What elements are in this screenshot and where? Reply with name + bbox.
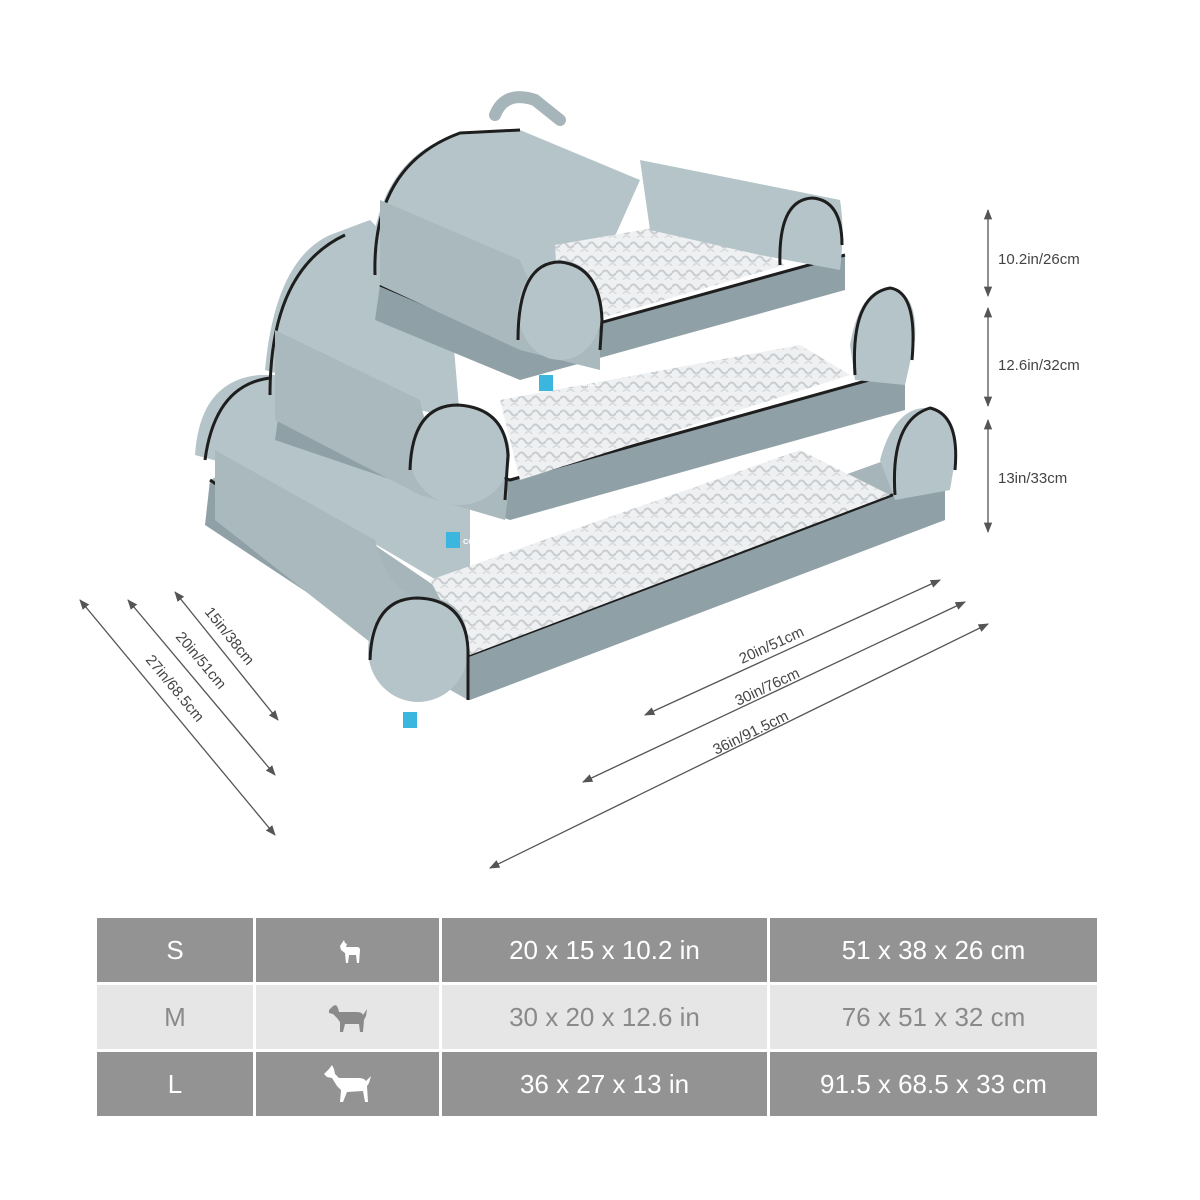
size-chart-table: S 20 x 15 x 10.2 in 51 x 38 x 26 cm M 30…: [94, 915, 1100, 1119]
size-cell: S: [97, 918, 253, 982]
medium-dog-icon: [328, 1004, 367, 1032]
small-bed: COZY TAILS: [370, 91, 846, 391]
medium-bed: COZY TAILS: [265, 220, 916, 548]
height-dimensions: 10.2in/26cm 12.6in/32cm 13in/33cm: [983, 208, 1080, 534]
medium-brand-label: COZY TAILS: [463, 537, 507, 546]
size-cell: M: [97, 985, 253, 1049]
large-dog-icon: [323, 1065, 371, 1102]
medium-brand-tag-icon: [446, 532, 460, 548]
dog-icon-cell: [256, 985, 439, 1049]
large-brand-label: COZY TAILS: [420, 717, 464, 726]
width-label-large: 36in/91.5cm: [710, 707, 791, 758]
size-row-medium: M 30 x 20 x 12.6 in 76 x 51 x 32 cm: [97, 985, 1097, 1049]
size-row-large: L 36 x 27 x 13 in 91.5 x 68.5 x 33 cm: [97, 1052, 1097, 1116]
carry-handle-icon: [489, 91, 566, 126]
cm-cell: 91.5 x 68.5 x 33 cm: [770, 1052, 1097, 1116]
width-arrow-large: [489, 623, 989, 869]
small-brand-label: COZY TAILS: [555, 379, 599, 388]
size-cell: L: [97, 1052, 253, 1116]
depth-arrow-large: [79, 599, 276, 836]
depth-arrow-medium: [127, 599, 276, 776]
small-dog-icon: [339, 939, 360, 963]
large-bed: COZY TAILS: [195, 375, 958, 728]
inches-cell: 30 x 20 x 12.6 in: [442, 985, 767, 1049]
small-brand-tag-icon: [539, 375, 553, 391]
dog-icon-cell: [256, 918, 439, 982]
dog-icon-cell: [256, 1052, 439, 1116]
height-label-medium: 12.6in/32cm: [998, 357, 1080, 374]
height-label-small: 10.2in/26cm: [998, 251, 1080, 268]
width-label-medium: 30in/76cm: [732, 665, 802, 710]
size-row-small: S 20 x 15 x 10.2 in 51 x 38 x 26 cm: [97, 918, 1097, 982]
inches-cell: 36 x 27 x 13 in: [442, 1052, 767, 1116]
large-brand-tag-icon: [403, 712, 417, 728]
inches-cell: 20 x 15 x 10.2 in: [442, 918, 767, 982]
cm-cell: 76 x 51 x 32 cm: [770, 985, 1097, 1049]
dog-bed-illustration: COZY TAILS COZY TAILS: [79, 91, 1080, 869]
height-label-large: 13in/33cm: [998, 470, 1067, 487]
depth-dimensions: 15in/38cm 20in/51cm 27in/68.5cm: [79, 591, 279, 836]
cm-cell: 51 x 38 x 26 cm: [770, 918, 1097, 982]
